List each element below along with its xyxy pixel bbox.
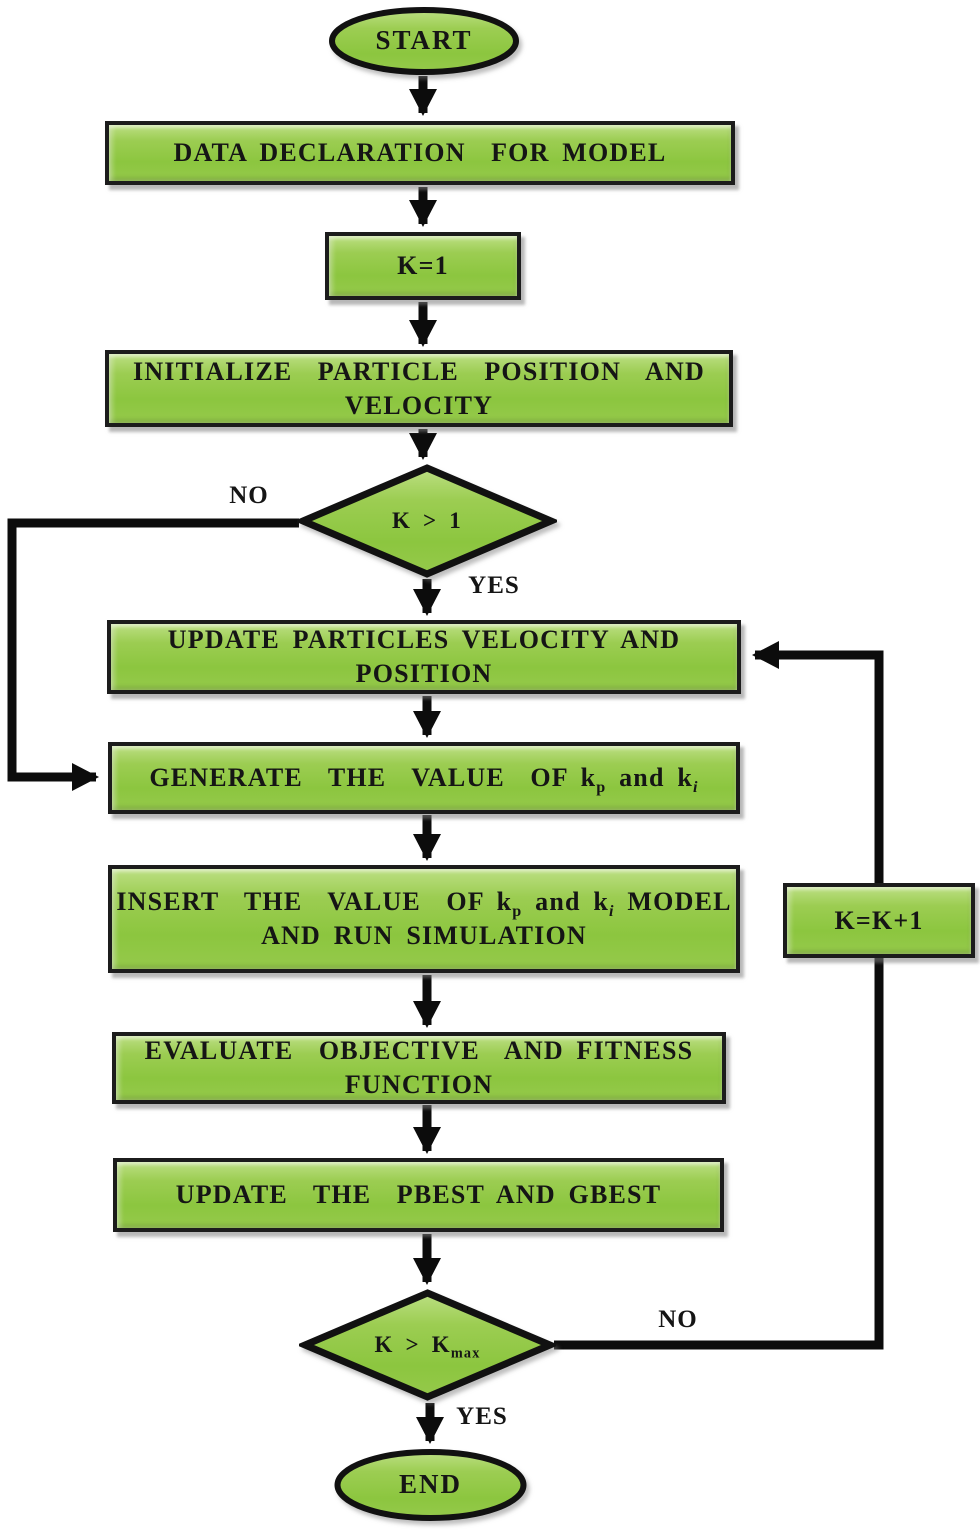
node-insert-values: INSERT THE VALUE OF kp and ki MODEL AND … bbox=[108, 865, 740, 973]
node-initialize-particles: INITIALIZE PARTICLE POSITION AND VELOCIT… bbox=[105, 350, 733, 427]
node-generate-kp-ki: GENERATE THE VALUE OF kp and ki bbox=[108, 742, 740, 814]
node-k-increment: K=K+1 bbox=[783, 883, 975, 958]
node-label: END bbox=[398, 1469, 462, 1500]
edge-kgt1-generate-no bbox=[7, 518, 299, 791]
node-label: UPDATE PARTICLES VELOCITY AND POSITION bbox=[167, 625, 681, 688]
node-label: UPDATE THE PBEST AND GBEST bbox=[175, 1180, 662, 1210]
node-end: END bbox=[333, 1448, 528, 1522]
node-k-gt-kmax: K > Kmax bbox=[299, 1289, 556, 1401]
node-update-particles: UPDATE PARTICLES VELOCITY AND POSITION bbox=[107, 620, 741, 694]
node-label: INSERT THE VALUE OF kp and ki MODEL AND … bbox=[116, 887, 732, 950]
edge-label-no-k1: NO bbox=[229, 482, 269, 509]
node-label: INITIALIZE PARTICLE POSITION AND VELOCIT… bbox=[133, 356, 705, 420]
ellipse-shape bbox=[329, 7, 519, 75]
diamond-shape bbox=[299, 1289, 556, 1401]
node-k-gt-1: K > 1 bbox=[297, 464, 557, 578]
node-label: K=1 bbox=[397, 251, 449, 281]
node-label: K > Kmax bbox=[374, 1332, 481, 1362]
diamond-shape bbox=[297, 464, 557, 578]
edge-label-yes-kmax: YES bbox=[456, 1403, 508, 1430]
node-label: K > 1 bbox=[392, 508, 462, 534]
node-start: START bbox=[328, 6, 520, 76]
node-evaluate-objective: EVALUATE OBJECTIVE AND FITNESS FUNCTION bbox=[112, 1032, 726, 1104]
node-label: DATA DECLARATION FOR MODEL bbox=[173, 138, 667, 168]
ellipse-shape bbox=[334, 1449, 527, 1521]
node-data-declaration: DATA DECLARATION FOR MODEL bbox=[105, 121, 735, 185]
node-label: K=K+1 bbox=[834, 905, 924, 935]
node-label: START bbox=[375, 25, 473, 56]
node-label: EVALUATE OBJECTIVE AND FITNESS FUNCTION bbox=[144, 1036, 694, 1099]
node-k-init: K=1 bbox=[325, 232, 521, 300]
node-label: GENERATE THE VALUE OF kp and ki bbox=[149, 763, 699, 797]
node-update-pbest-gbest: UPDATE THE PBEST AND GBEST bbox=[113, 1158, 724, 1232]
edge-label-yes-k1: YES bbox=[468, 572, 520, 599]
edge-kmax-increment-update-no bbox=[554, 641, 884, 1350]
edge-label-no-kmax: NO bbox=[658, 1306, 698, 1333]
